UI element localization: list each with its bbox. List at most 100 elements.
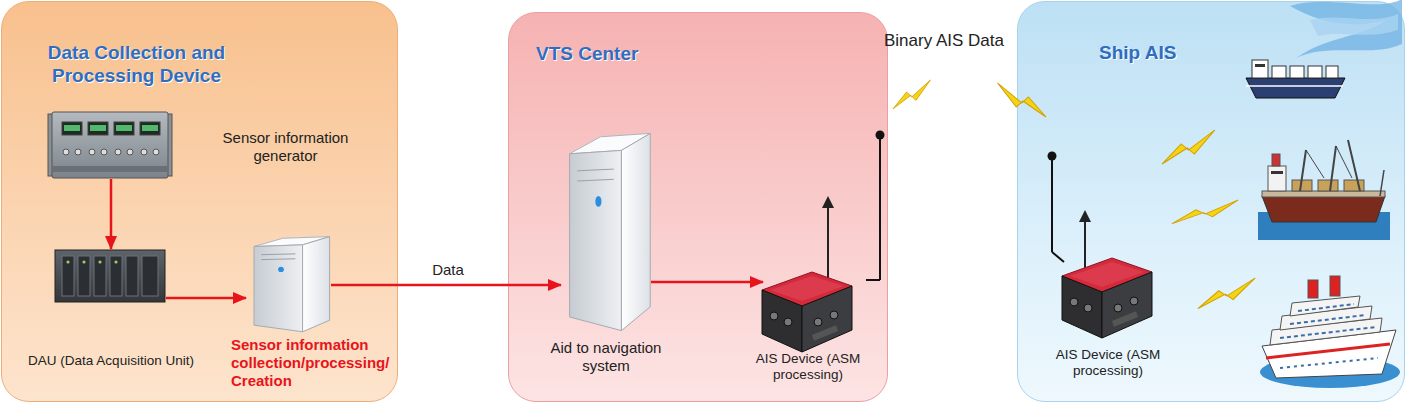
panel-title: Ship AIS — [1099, 42, 1299, 65]
ais-device-illustration-part — [1084, 212, 1086, 270]
ais-device-illustration — [762, 131, 885, 353]
ship-illustration-part — [1280, 306, 1372, 330]
server-illustration — [570, 133, 651, 330]
sensor-generator-illustration-part — [52, 166, 168, 172]
ship-illustration — [1246, 0, 1402, 98]
ship-illustration-part — [1271, 171, 1283, 174]
ship-illustration-part — [1380, 170, 1384, 196]
panel-title: VTS Center — [536, 43, 736, 66]
flow-arrow — [651, 281, 763, 284]
ship-illustration-part — [1336, 146, 1352, 178]
ship-illustration-part — [1262, 191, 1385, 197]
device-label: Sensor information collection/processing… — [231, 336, 421, 390]
lightning-illustration-part — [1172, 200, 1238, 224]
group-panel: Ship AIS AIS Device (ASM processing) — [1017, 1, 1405, 402]
ship-illustration-part — [1290, 0, 1402, 58]
ship-illustration-part — [1344, 180, 1364, 191]
dau-illustration-part — [98, 260, 101, 263]
ais-device-box: AIS Device (ASM processing) — [763, 273, 853, 351]
ais-device-illustration-part — [879, 136, 881, 280]
ship-illustration-part — [1252, 60, 1268, 78]
device-label: Aid to navigation system — [531, 339, 681, 375]
sensor-generator-illustration-part — [142, 125, 158, 131]
ship-illustration-part — [1262, 196, 1385, 222]
ship-illustration-part — [1262, 330, 1396, 378]
device-label: Sensor information generator — [203, 129, 368, 165]
flow-arrow — [331, 284, 561, 287]
server-illustration-part — [254, 237, 330, 332]
sensor-generator-illustration-part — [48, 114, 54, 176]
panel-title: Data Collection and Processing Device — [24, 42, 249, 88]
dau-illustration-part — [78, 256, 90, 296]
device-label: AIS Device (ASM processing) — [1043, 347, 1173, 379]
ship-illustration-part — [1330, 276, 1340, 296]
lightning-illustration-part — [998, 83, 1046, 117]
signal-label: Binary AIS Data — [884, 31, 1004, 51]
dau-illustration-part — [62, 256, 74, 296]
ship-illustration-part — [1266, 344, 1390, 358]
server-illustration — [254, 237, 330, 332]
ship-illustration-part — [1330, 146, 1336, 191]
ship-illustration — [1258, 140, 1390, 240]
ship-illustration-part — [1280, 358, 1378, 368]
ship-illustration-part — [1246, 85, 1343, 87]
server-illustration-part — [570, 133, 651, 330]
device-box: DAU (Data Acquisition Unit) — [56, 249, 166, 303]
sensor-generator-illustration-part — [63, 149, 69, 155]
server-box: Aid to navigation system — [561, 131, 651, 331]
sensor-generator-illustration-part — [90, 125, 106, 131]
ship-illustration-part — [1348, 140, 1360, 191]
ship-illustration-part — [1292, 180, 1312, 191]
ship-illustration-part — [1290, 296, 1360, 316]
dau-illustration-part — [66, 260, 69, 263]
ais-device-box: AIS Device (ASM processing) — [1063, 259, 1153, 339]
ais-device-illustration-part — [1062, 258, 1152, 338]
ship-illustration-part — [1298, 304, 1354, 311]
ship-illustration-part — [1280, 327, 1376, 338]
ship-illustration-part — [1260, 356, 1400, 388]
ship-illustration-part — [1306, 150, 1324, 178]
ais-device-illustration-part — [876, 131, 885, 140]
ship-illustration-part — [1310, 14, 1398, 36]
dau-illustration-part — [82, 260, 85, 263]
ais-device-illustration-part — [762, 272, 852, 352]
sensor-generator-illustration-part — [101, 149, 107, 155]
server-box: Sensor information collection/processing… — [246, 236, 331, 333]
dau-illustration-part — [114, 260, 117, 263]
sensor-generator-illustration-part — [140, 122, 160, 135]
sensor-generator-illustration-part — [114, 122, 134, 135]
ship-illustration-part — [1290, 66, 1304, 78]
sensor-generator-illustration-part — [166, 114, 172, 176]
ship-illustration-part — [1290, 315, 1366, 324]
dau-illustration-part — [110, 256, 122, 296]
group-panel: Data Collection and Processing DeviceSen… — [1, 1, 398, 402]
ship-illustration-part — [1272, 154, 1280, 166]
flow-arrow — [166, 297, 246, 300]
dau-illustration-part — [55, 250, 165, 302]
device-box: Sensor information generator — [53, 113, 169, 179]
lightning-illustration-part — [1162, 130, 1215, 164]
sensor-generator-illustration-part — [116, 125, 132, 131]
ship-illustration-part — [1272, 66, 1286, 78]
ship-illustration-part — [1246, 78, 1345, 98]
ais-device-illustration-part — [1052, 252, 1064, 262]
edge-label: Data — [432, 261, 464, 278]
ship-illustration-part — [1255, 64, 1265, 67]
sensor-generator-illustration-part — [52, 112, 168, 178]
sensor-generator-illustration-part — [89, 149, 95, 155]
ais-device-illustration-part — [827, 198, 829, 284]
dau-illustration-part — [126, 256, 138, 296]
sensor-generator-illustration-part — [64, 125, 80, 131]
dau-illustration — [55, 250, 165, 302]
lightning-illustration-part — [893, 80, 930, 109]
dau-illustration-part — [94, 256, 106, 296]
sensor-generator-illustration-part — [75, 149, 81, 155]
ship-illustration-part — [1268, 166, 1286, 191]
ais-device-illustration-part — [822, 196, 834, 208]
lightning-illustration — [893, 80, 1255, 309]
ais-device-illustration-part — [866, 279, 880, 281]
ship-illustration — [1260, 276, 1400, 388]
ais-device-illustration-part — [1051, 157, 1053, 252]
dau-illustration-part — [142, 256, 158, 296]
sensor-generator-illustration-part — [88, 122, 108, 135]
